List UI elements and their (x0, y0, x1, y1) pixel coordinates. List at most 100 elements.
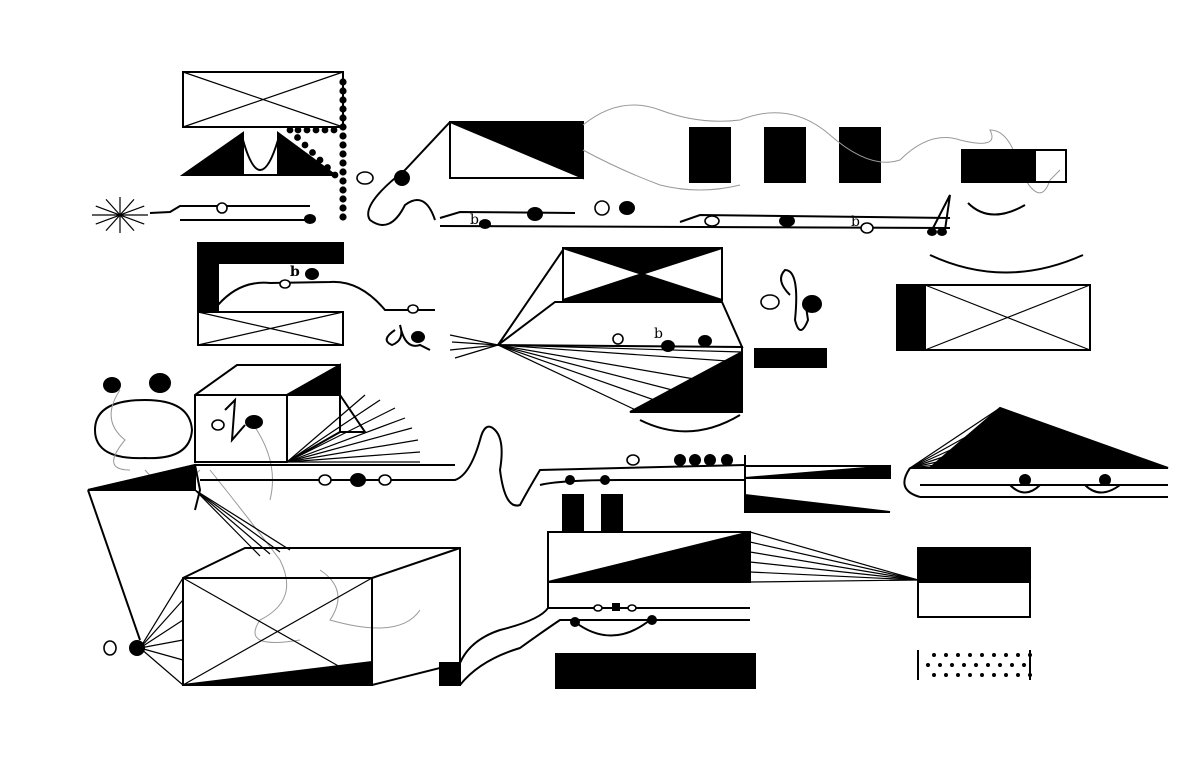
fan-line (286, 417, 406, 463)
black-triangle (629, 350, 743, 413)
loop (385, 324, 431, 351)
arc (929, 254, 1084, 274)
pencil-squiggle (110, 389, 421, 643)
dot (294, 134, 301, 141)
black-rectangle (689, 127, 731, 183)
fan-lines-cube (286, 394, 421, 463)
ray (119, 205, 145, 216)
fan-line (139, 577, 184, 649)
dot (926, 663, 930, 667)
dot (956, 653, 960, 657)
filled-note (103, 377, 121, 393)
flat-sign: b (470, 212, 479, 228)
dot (992, 673, 996, 677)
pencil-squiggle (582, 104, 1061, 194)
dot (330, 126, 338, 134)
dot (301, 141, 309, 149)
dot (1010, 663, 1014, 667)
fan-line (749, 571, 919, 581)
filled-note (527, 207, 543, 221)
loop (780, 268, 810, 331)
dot (1022, 663, 1026, 667)
dot (998, 663, 1002, 667)
dot (339, 213, 347, 221)
dot (339, 96, 347, 104)
filled-note (689, 454, 701, 466)
dot (974, 663, 978, 667)
large-box-left (182, 547, 461, 686)
black-rectangle (562, 494, 584, 531)
dot (1016, 653, 1020, 657)
fan-line (749, 561, 919, 581)
filled-note (305, 268, 319, 280)
black-triangle-right (277, 131, 339, 176)
fan-line (749, 531, 919, 581)
fan-line (909, 417, 1001, 469)
staff-lines-top (439, 210, 951, 229)
dot (932, 653, 936, 657)
fan-lines-bottom (749, 531, 919, 583)
staff-line-top-left (149, 205, 310, 221)
dot (312, 126, 320, 134)
fan-line (139, 619, 184, 649)
filled-note (394, 170, 410, 186)
fan-line (497, 344, 641, 413)
filled-note (674, 454, 686, 466)
l-shape-box (197, 242, 435, 346)
fan-line (286, 407, 396, 463)
black-wedge-right (903, 406, 1169, 498)
filled-note (304, 214, 316, 224)
fan-line (497, 344, 743, 363)
open-note (593, 604, 603, 612)
black-triangle (87, 463, 196, 491)
dot (1028, 673, 1032, 677)
black-rectangle (754, 348, 827, 368)
fan-line (286, 427, 413, 463)
black-rectangle (601, 494, 623, 531)
dotted-line-vertical (339, 78, 347, 221)
fan-line (139, 599, 184, 649)
ray (119, 214, 135, 231)
fan-line (909, 437, 1001, 469)
fan-line (286, 451, 421, 463)
ray (95, 214, 121, 225)
fan-line (497, 344, 701, 381)
fan-line (909, 457, 1001, 469)
dot (339, 141, 347, 149)
filled-note (149, 373, 171, 393)
filled-note (721, 454, 733, 466)
open-note (612, 333, 624, 345)
contour-lines (87, 394, 746, 641)
ray (105, 199, 121, 216)
x-box-right (896, 284, 1091, 351)
pencil-squiggle (582, 149, 741, 191)
fan-line (139, 639, 184, 649)
open-note (594, 200, 610, 216)
fan-line (194, 489, 281, 553)
flat-sign: b (851, 214, 860, 230)
dot (294, 126, 302, 134)
fan-line (286, 394, 366, 463)
dot (339, 87, 347, 95)
stem (931, 194, 951, 231)
dot (986, 663, 990, 667)
fan-line (909, 407, 1001, 469)
wedge-bars (744, 455, 891, 513)
fan-line (497, 344, 743, 353)
fan-line (139, 647, 184, 661)
dot (944, 673, 948, 677)
filled-note (350, 473, 366, 487)
dot (339, 177, 347, 185)
dot (309, 149, 316, 156)
dot (339, 159, 347, 167)
dot (316, 156, 324, 164)
fan-line (454, 344, 499, 359)
open-note (279, 279, 291, 289)
ray (119, 199, 135, 216)
dot (932, 673, 936, 677)
dot (968, 673, 972, 677)
filled-note (704, 454, 716, 466)
open-note (103, 640, 117, 656)
filled-note (570, 617, 580, 627)
filled-note (698, 335, 712, 347)
